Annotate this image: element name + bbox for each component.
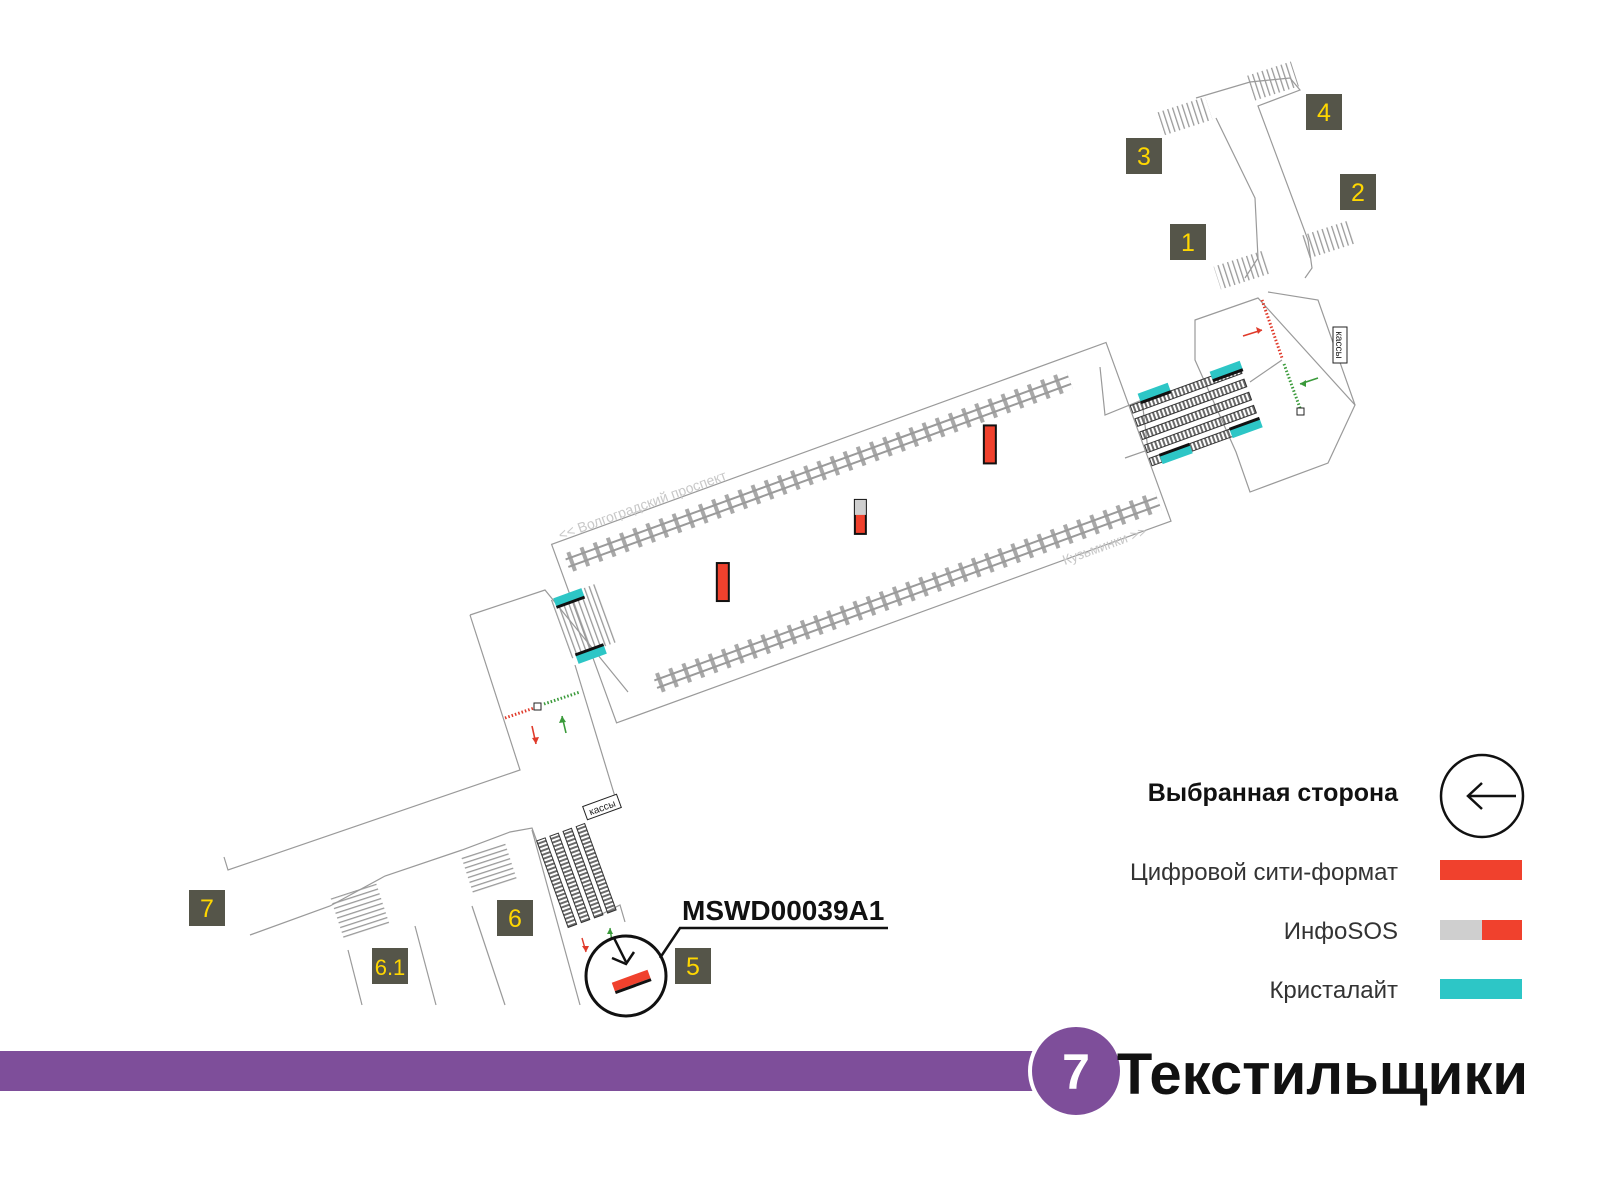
track-north	[563, 370, 1074, 573]
stairs-exit-6	[460, 841, 518, 895]
legend-label-kristalayt: Кристалайт	[1269, 977, 1398, 1004]
exit-marker-1: 1	[1170, 224, 1206, 260]
entry-arrow	[531, 725, 539, 745]
svg-text:5: 5	[686, 953, 700, 981]
arrow-left-icon	[1466, 782, 1516, 810]
placement-circle	[584, 934, 668, 1018]
legend-label-infosos: ИнфоSOS	[1284, 918, 1398, 945]
platform-hall: << Волгоградский проспект Кузьминки >>	[550, 341, 1172, 724]
exit-turnstile-line	[543, 690, 581, 706]
exit-marker-4: 4	[1306, 94, 1342, 130]
svg-text:3: 3	[1137, 143, 1151, 171]
line-color-band	[0, 1051, 1040, 1091]
vestibule-northeast: кассы	[1099, 61, 1356, 493]
exit-marker-6-1: 6.1	[372, 948, 408, 984]
selected-placement-marker[interactable]: MSWD00039A1	[584, 895, 888, 1018]
placement-leader-line	[658, 926, 888, 959]
station-name: Текстильщики	[1117, 1042, 1528, 1107]
kristalayt-panel	[553, 588, 586, 609]
city-format-screen	[715, 562, 730, 603]
escalator-group-southwest	[536, 822, 617, 929]
legend-swatch-kristalayt	[1440, 979, 1522, 999]
stairs-exit-2	[1299, 220, 1355, 260]
escalator-group-northeast	[1129, 365, 1262, 467]
legend-label-city-format: Цифровой сити-формат	[1130, 859, 1398, 886]
kassy-label-northeast: кассы	[1332, 326, 1348, 364]
legend-swatch-infosos-red	[1482, 920, 1522, 940]
entry-turnstile-line	[504, 706, 535, 720]
infosos-panel	[853, 498, 867, 535]
booth-icon	[1296, 407, 1305, 416]
exit-turnstile-line	[1282, 363, 1302, 409]
line-badge	[1028, 1023, 1124, 1119]
svg-text:кассы: кассы	[1333, 331, 1344, 358]
svg-text:4: 4	[1317, 99, 1331, 127]
svg-text:кассы: кассы	[588, 799, 617, 819]
track-south	[652, 491, 1162, 694]
stairs-exit-4	[1247, 61, 1299, 101]
svg-text:2: 2	[1351, 179, 1365, 207]
kristalayt-panel	[1158, 442, 1193, 465]
exit-arrow	[1299, 377, 1319, 387]
exit-marker-7: 7	[189, 890, 225, 926]
stairs-platform-sw	[550, 583, 618, 659]
exit-marker-2: 2	[1340, 174, 1376, 210]
line-footer: 7 Текстильщики	[0, 1023, 1528, 1119]
line-number: 7	[1062, 1044, 1090, 1100]
legend-swatch-infosos-gray	[1440, 920, 1482, 940]
stairs-exit-6-1	[330, 883, 390, 939]
entry-arrow	[581, 937, 589, 953]
vestibule-southwest: кассы	[223, 583, 629, 1006]
svg-text:6.1: 6.1	[375, 955, 406, 980]
placement-code: MSWD00039A1	[682, 895, 884, 926]
svg-text:1: 1	[1181, 229, 1195, 257]
legend-swatch-city-format	[1440, 860, 1522, 880]
kristalayt-panel	[1137, 382, 1172, 405]
kassy-label-southwest: кассы	[582, 793, 622, 821]
svg-text:7: 7	[200, 895, 214, 923]
exit-arrow	[559, 715, 567, 734]
kristalayt-panel	[574, 643, 607, 664]
exit-marker-3: 3	[1126, 138, 1162, 174]
exit-marker-6: 6	[497, 900, 533, 936]
svg-text:6: 6	[508, 905, 522, 933]
legend-selected-side-label: Выбранная сторона	[1148, 779, 1399, 807]
kristalayt-panel	[1209, 360, 1244, 383]
kristalayt-panel	[1228, 416, 1263, 439]
entry-arrow	[1242, 327, 1263, 337]
city-format-screen	[611, 969, 651, 992]
exit-marker-5: 5	[675, 948, 711, 984]
stairs-exit-3	[1157, 96, 1213, 136]
stairs-exit-1	[1213, 250, 1271, 290]
city-format-screen	[982, 424, 997, 465]
selected-side-icon	[1439, 753, 1525, 839]
legend: Выбранная сторона Цифровой сити-формат И…	[1130, 753, 1525, 1004]
arrow-down-left-icon	[611, 937, 636, 966]
entry-turnstile-line	[1260, 299, 1284, 359]
booth-icon	[533, 702, 542, 711]
